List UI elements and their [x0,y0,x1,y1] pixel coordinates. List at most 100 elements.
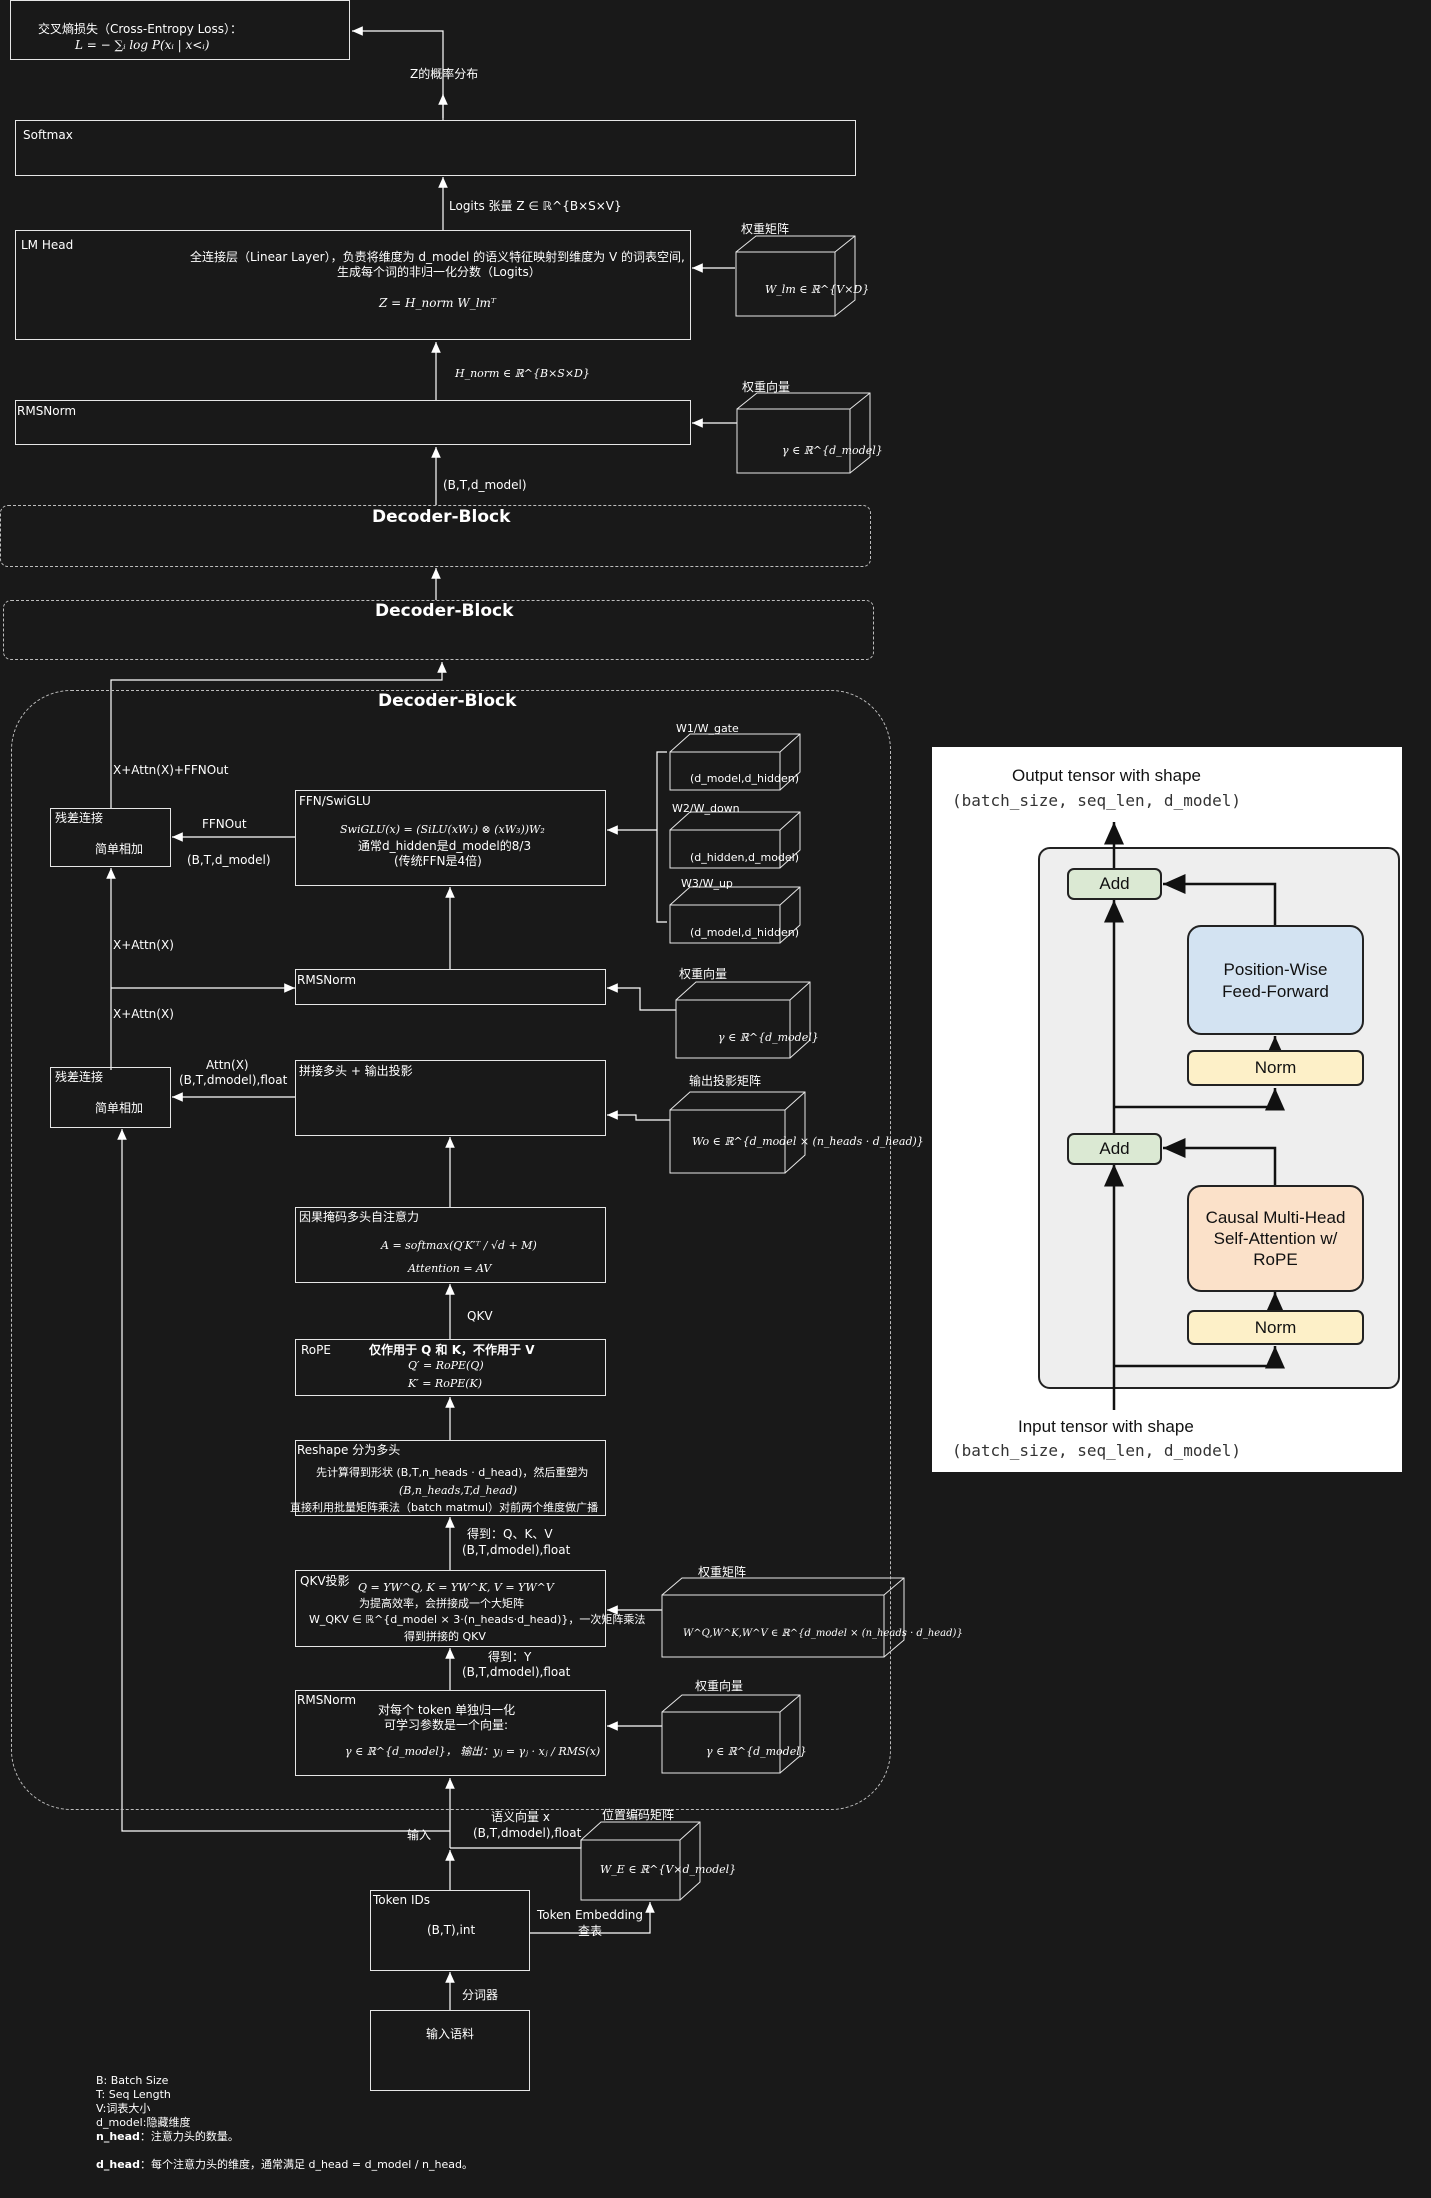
qkv-label: QKV [467,1309,493,1323]
token-ids-box [370,1890,530,1971]
decoder-block-3 [11,690,891,1810]
rmsnorm-bottom-line-2: 可学习参数是一个向量: [384,1718,509,1732]
legend-line-5: n_head：注意力头的数量。 [96,2129,239,2144]
w-qkv-formula: W^Q,W^K,W^V ∈ ℝ^{d_model × (n_heads · d_… [683,1628,963,1639]
rmsnorm-top-box [15,400,691,445]
attention-formula-2: Attention = AV [408,1262,492,1275]
reshape-line-2: (B,n_heads,T,d_head) [399,1484,518,1497]
qkv-proj-line-3: W_QKV ∈ ℝ^{d_model × 3·(n_heads·d_head)}… [309,1613,646,1626]
attention-box [295,1207,606,1283]
concat-box [295,1060,606,1136]
reshape-line-1: 先计算得到形状 (B,T,n_heads · d_head)，然后重塑为 [316,1466,589,1479]
loss-formula: L = − ∑ᵢ log P(xᵢ | x<ᵢ) [75,38,210,52]
concat-label: 拼接多头 + 输出投影 [299,1064,413,1078]
softmax-label: Softmax [23,128,73,142]
legend-line-6-term: d_head [96,2158,140,2171]
rmsnorm-mid-label: RMSNorm [297,973,357,987]
decoder-block-2 [3,600,874,660]
rmsnorm-bottom-line-3: γ ∈ ℝ^{d_model}， 输出：yⱼ = γⱼ · xⱼ / RMS(x… [345,1745,601,1758]
reshape-box [295,1440,606,1516]
reshape-label: Reshape 分为多头 [297,1443,401,1457]
rmsnorm-bottom-box [295,1690,606,1776]
btd-label: (B,T,d_model) [443,478,527,492]
rope-box [295,1339,606,1396]
residual-1-sub: 简单相加 [95,842,144,856]
attention-label: 因果掩码多头自注意力 [299,1210,420,1224]
semantic-vec-line-2: (B,T,dmodel),float [473,1826,582,1840]
h-norm-label: H_norm ∈ ℝ^{B×S×D} [455,367,590,380]
ffn-label: FFN/SwiGLU [299,794,371,808]
qkv-proj-line-2: 为提高效率，会拼接成一个大矩阵 [359,1597,524,1610]
w1-shape: (d_model,d_hidden) [690,772,800,785]
rmsnorm-bottom-label: RMSNorm [297,1693,357,1707]
x-attn-ffn-label: X+Attn(X)+FFNOut [113,763,229,777]
rope-note: 仅作用于 Q 和 K，不作用于 V [369,1343,535,1357]
w-qkv-caption: 权重矩阵 [698,1565,747,1579]
w2-shape: (d_hidden,d_model) [690,851,800,864]
ffn-note-1: 通常d_hidden是d_model的8/3 [358,839,532,853]
gamma-top-caption: 权重向量 [742,380,791,394]
legend-line-1: B: Batch Size [96,2074,169,2087]
panel-ffn: Position-Wise Feed-Forward [1187,925,1364,1035]
residual-2-title: 残差连接 [55,1070,104,1084]
qkv-proj-label: QKV投影 [300,1574,350,1588]
got-y-line-1: 得到：Y [488,1650,532,1664]
token-ids-label: Token IDs [373,1893,430,1907]
reshape-line-3: 直接利用批量矩阵乘法（batch matmul）对前两个维度做广播 [290,1501,599,1514]
rmsnorm-bottom-line-1: 对每个 token 单独归一化 [378,1703,516,1717]
we-formula: W_E ∈ ℝ^{V×d_model} [600,1863,737,1876]
token-ids-shape: (B,T),int [427,1923,476,1937]
residual-1-box [50,808,171,867]
qkv-proj-line-4: 得到拼接的 QKV [404,1630,486,1643]
legend-line-3: V:词表大小 [96,2102,151,2115]
wo-caption: 输出投影矩阵 [689,1074,762,1088]
residual-2-box [50,1067,171,1128]
rmsnorm-mid-box [295,969,606,1005]
x-attn-label-1: X+Attn(X) [113,938,174,952]
panel-output-shape: (batch_size, seq_len, d_model) [952,791,1241,810]
ffnout-shape: (B,T,d_model) [187,853,271,867]
w3-caption: W3/W_up [681,877,733,890]
legend-line-4: d_model:隐藏维度 [96,2116,191,2129]
qkv-proj-formula: Q = YW^Q, K = YW^K, V = YW^V [358,1581,554,1594]
rope-formula-2: K′ = RoPE(K) [408,1377,483,1390]
input-label: 输入 [407,1828,432,1842]
corpus-label: 输入语料 [426,2027,475,2041]
w-lm-formula: W_lm ∈ ℝ^{V×D} [765,283,870,296]
attn-out-shape: (B,T,dmodel),float [179,1073,288,1087]
got-qkv-line-2: (B,T,dmodel),float [462,1543,571,1557]
token-embedding-line-1: Token Embedding [537,1908,644,1922]
rope-formula-1: Q′ = RoPE(Q) [408,1359,484,1372]
loss-box [10,0,350,60]
gamma-bottom-caption: 权重向量 [695,1679,744,1693]
legend-line-5-term: n_head [96,2130,140,2143]
logits-label: Logits 张量 Z ∈ ℝ^{B×S×V} [449,199,622,213]
panel-norm-bottom: Norm [1187,1310,1364,1345]
ffn-box [295,790,606,886]
legend-line-2: T: Seq Length [96,2088,171,2101]
x-attn-label-2: X+Attn(X) [113,1007,174,1021]
gamma-mid-caption: 权重向量 [679,967,728,981]
gamma-bottom-formula: γ ∈ ℝ^{d_model} [706,1745,807,1758]
panel-add-bottom: Add [1067,1133,1162,1165]
legend-line-6-text: ：每个注意力头的维度，通常满足 d_head = d_model / n_hea… [139,2158,473,2171]
gamma-mid-formula: γ ∈ ℝ^{d_model} [718,1031,819,1044]
qkv-proj-box [295,1570,606,1647]
rmsnorm-top-label: RMSNorm [17,404,77,418]
ffnout-label: FFNOut [202,817,247,831]
attn-out-label: Attn(X) [206,1058,249,1072]
got-qkv-line-1: 得到：Q、K、V [467,1527,553,1541]
legend-line-6: d_head：每个注意力头的维度，通常满足 d_head = d_model /… [96,2157,473,2172]
panel-input-title: Input tensor with shape [1018,1417,1194,1436]
decoder-block-1-label: Decoder-Block [372,507,511,527]
lm-head-box [15,230,691,340]
panel-attn: Causal Multi-Head Self-Attention w/ RoPE [1187,1185,1364,1292]
rope-label: RoPE [301,1343,331,1357]
tokenizer-label: 分词器 [462,1988,499,2002]
semantic-vec-line-1: 语义向量 x [491,1810,550,1824]
panel-ffn-label: Position-Wise Feed-Forward [1222,960,1329,1001]
panel-attn-label: Causal Multi-Head Self-Attention w/ RoPE [1205,1208,1346,1269]
decoder-block-3-label: Decoder-Block [378,691,517,711]
corpus-box [370,2010,530,2091]
